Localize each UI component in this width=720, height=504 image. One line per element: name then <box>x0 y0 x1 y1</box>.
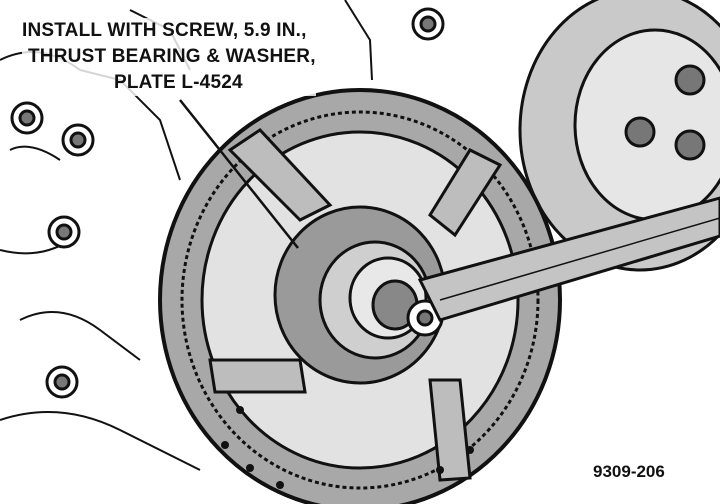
engine-bolts <box>10 7 445 399</box>
figure-id: 9309-206 <box>590 462 668 482</box>
bolt-icon <box>674 64 706 96</box>
installation-callout: INSTALL WITH SCREW, 5.9 IN., THRUST BEAR… <box>22 18 316 96</box>
bolt-icon <box>45 365 79 399</box>
bolt-icon <box>61 123 95 157</box>
callout-line-3: PLATE L-4524 <box>114 72 243 93</box>
callout-line-2: THRUST BEARING & WASHER, <box>28 46 316 67</box>
bolt-icon <box>674 129 706 161</box>
bolt-icon <box>624 116 656 148</box>
installer-tool <box>348 196 720 340</box>
bolt-icon <box>10 101 44 135</box>
bolt-icon <box>411 7 445 41</box>
water-pump-pulley <box>518 0 720 272</box>
bolt-icon <box>47 215 81 249</box>
leader-line <box>179 99 299 249</box>
callout-line-1: INSTALL WITH SCREW, 5.9 IN., <box>22 20 307 41</box>
